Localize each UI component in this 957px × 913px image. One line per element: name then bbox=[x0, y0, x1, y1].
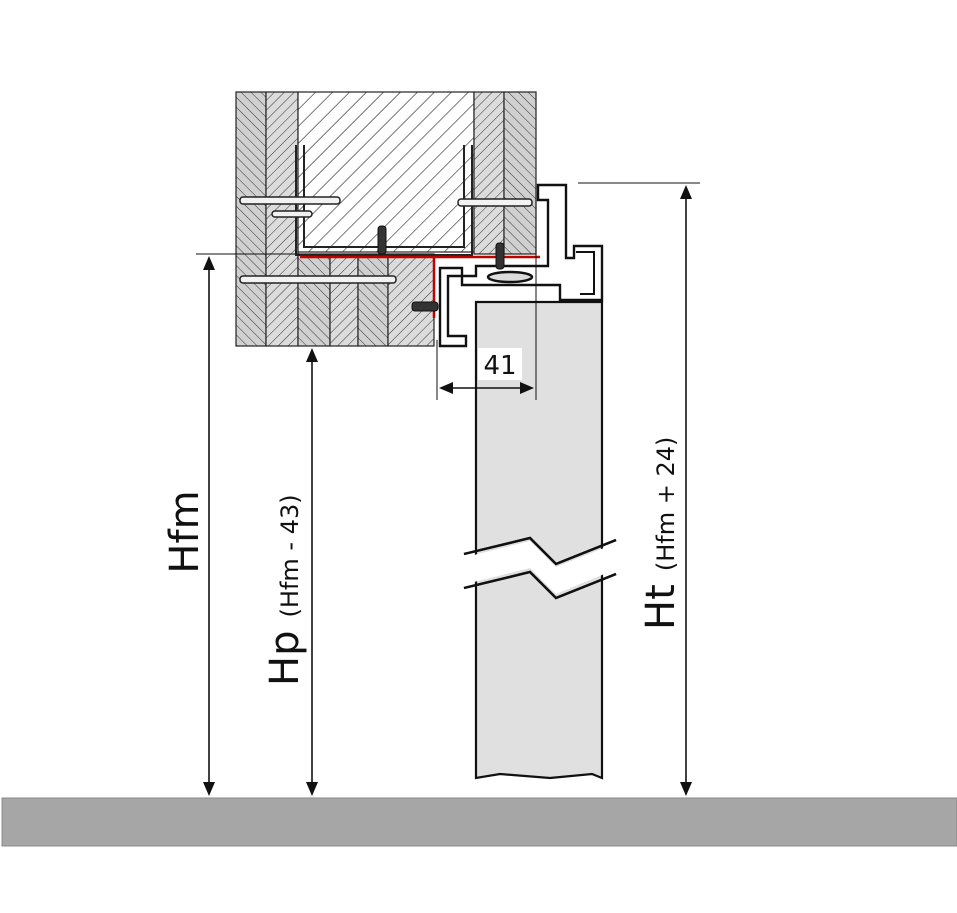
screw-4 bbox=[239, 275, 397, 284]
bolt-2 bbox=[495, 242, 505, 270]
fixing-bolts bbox=[377, 225, 505, 312]
label-ht: Ht (Hfm + 24) bbox=[638, 437, 684, 630]
wall-lower-a bbox=[297, 253, 331, 347]
sealant-line bbox=[300, 255, 540, 318]
label-hp-symbol: Hp bbox=[262, 631, 308, 686]
break-lines bbox=[463, 536, 617, 600]
bolt-1 bbox=[377, 225, 387, 255]
wall-right-strip bbox=[473, 91, 505, 255]
wall-lower-d bbox=[387, 253, 435, 347]
wall-right-strip-2 bbox=[503, 91, 537, 255]
wall-core bbox=[297, 91, 475, 253]
screws bbox=[239, 196, 533, 284]
label-hp-formula: (Hfm - 43) bbox=[276, 494, 304, 617]
label-ht-symbol: Ht bbox=[638, 584, 684, 630]
screw-3 bbox=[457, 198, 533, 207]
label-hfm: Hfm bbox=[162, 490, 208, 573]
label-41-bg bbox=[478, 348, 522, 380]
wall-lower-b bbox=[329, 253, 359, 347]
wall-left-strip bbox=[235, 91, 267, 347]
label-hp: Hp (Hfm - 43) bbox=[262, 494, 308, 686]
wall-lower-c bbox=[357, 253, 389, 347]
wall-left-strip-2 bbox=[265, 91, 299, 347]
floor bbox=[1, 797, 957, 847]
label-41: 41 bbox=[483, 351, 516, 381]
screw-2 bbox=[271, 210, 313, 218]
door-panel bbox=[474, 300, 604, 780]
wall-section bbox=[235, 91, 537, 347]
bolt-3 bbox=[411, 301, 439, 312]
break-gap bbox=[466, 541, 614, 594]
track-lip bbox=[576, 251, 595, 295]
screw-1 bbox=[239, 196, 341, 205]
track-roller bbox=[486, 270, 534, 284]
label-ht-formula: (Hfm + 24) bbox=[652, 437, 680, 572]
